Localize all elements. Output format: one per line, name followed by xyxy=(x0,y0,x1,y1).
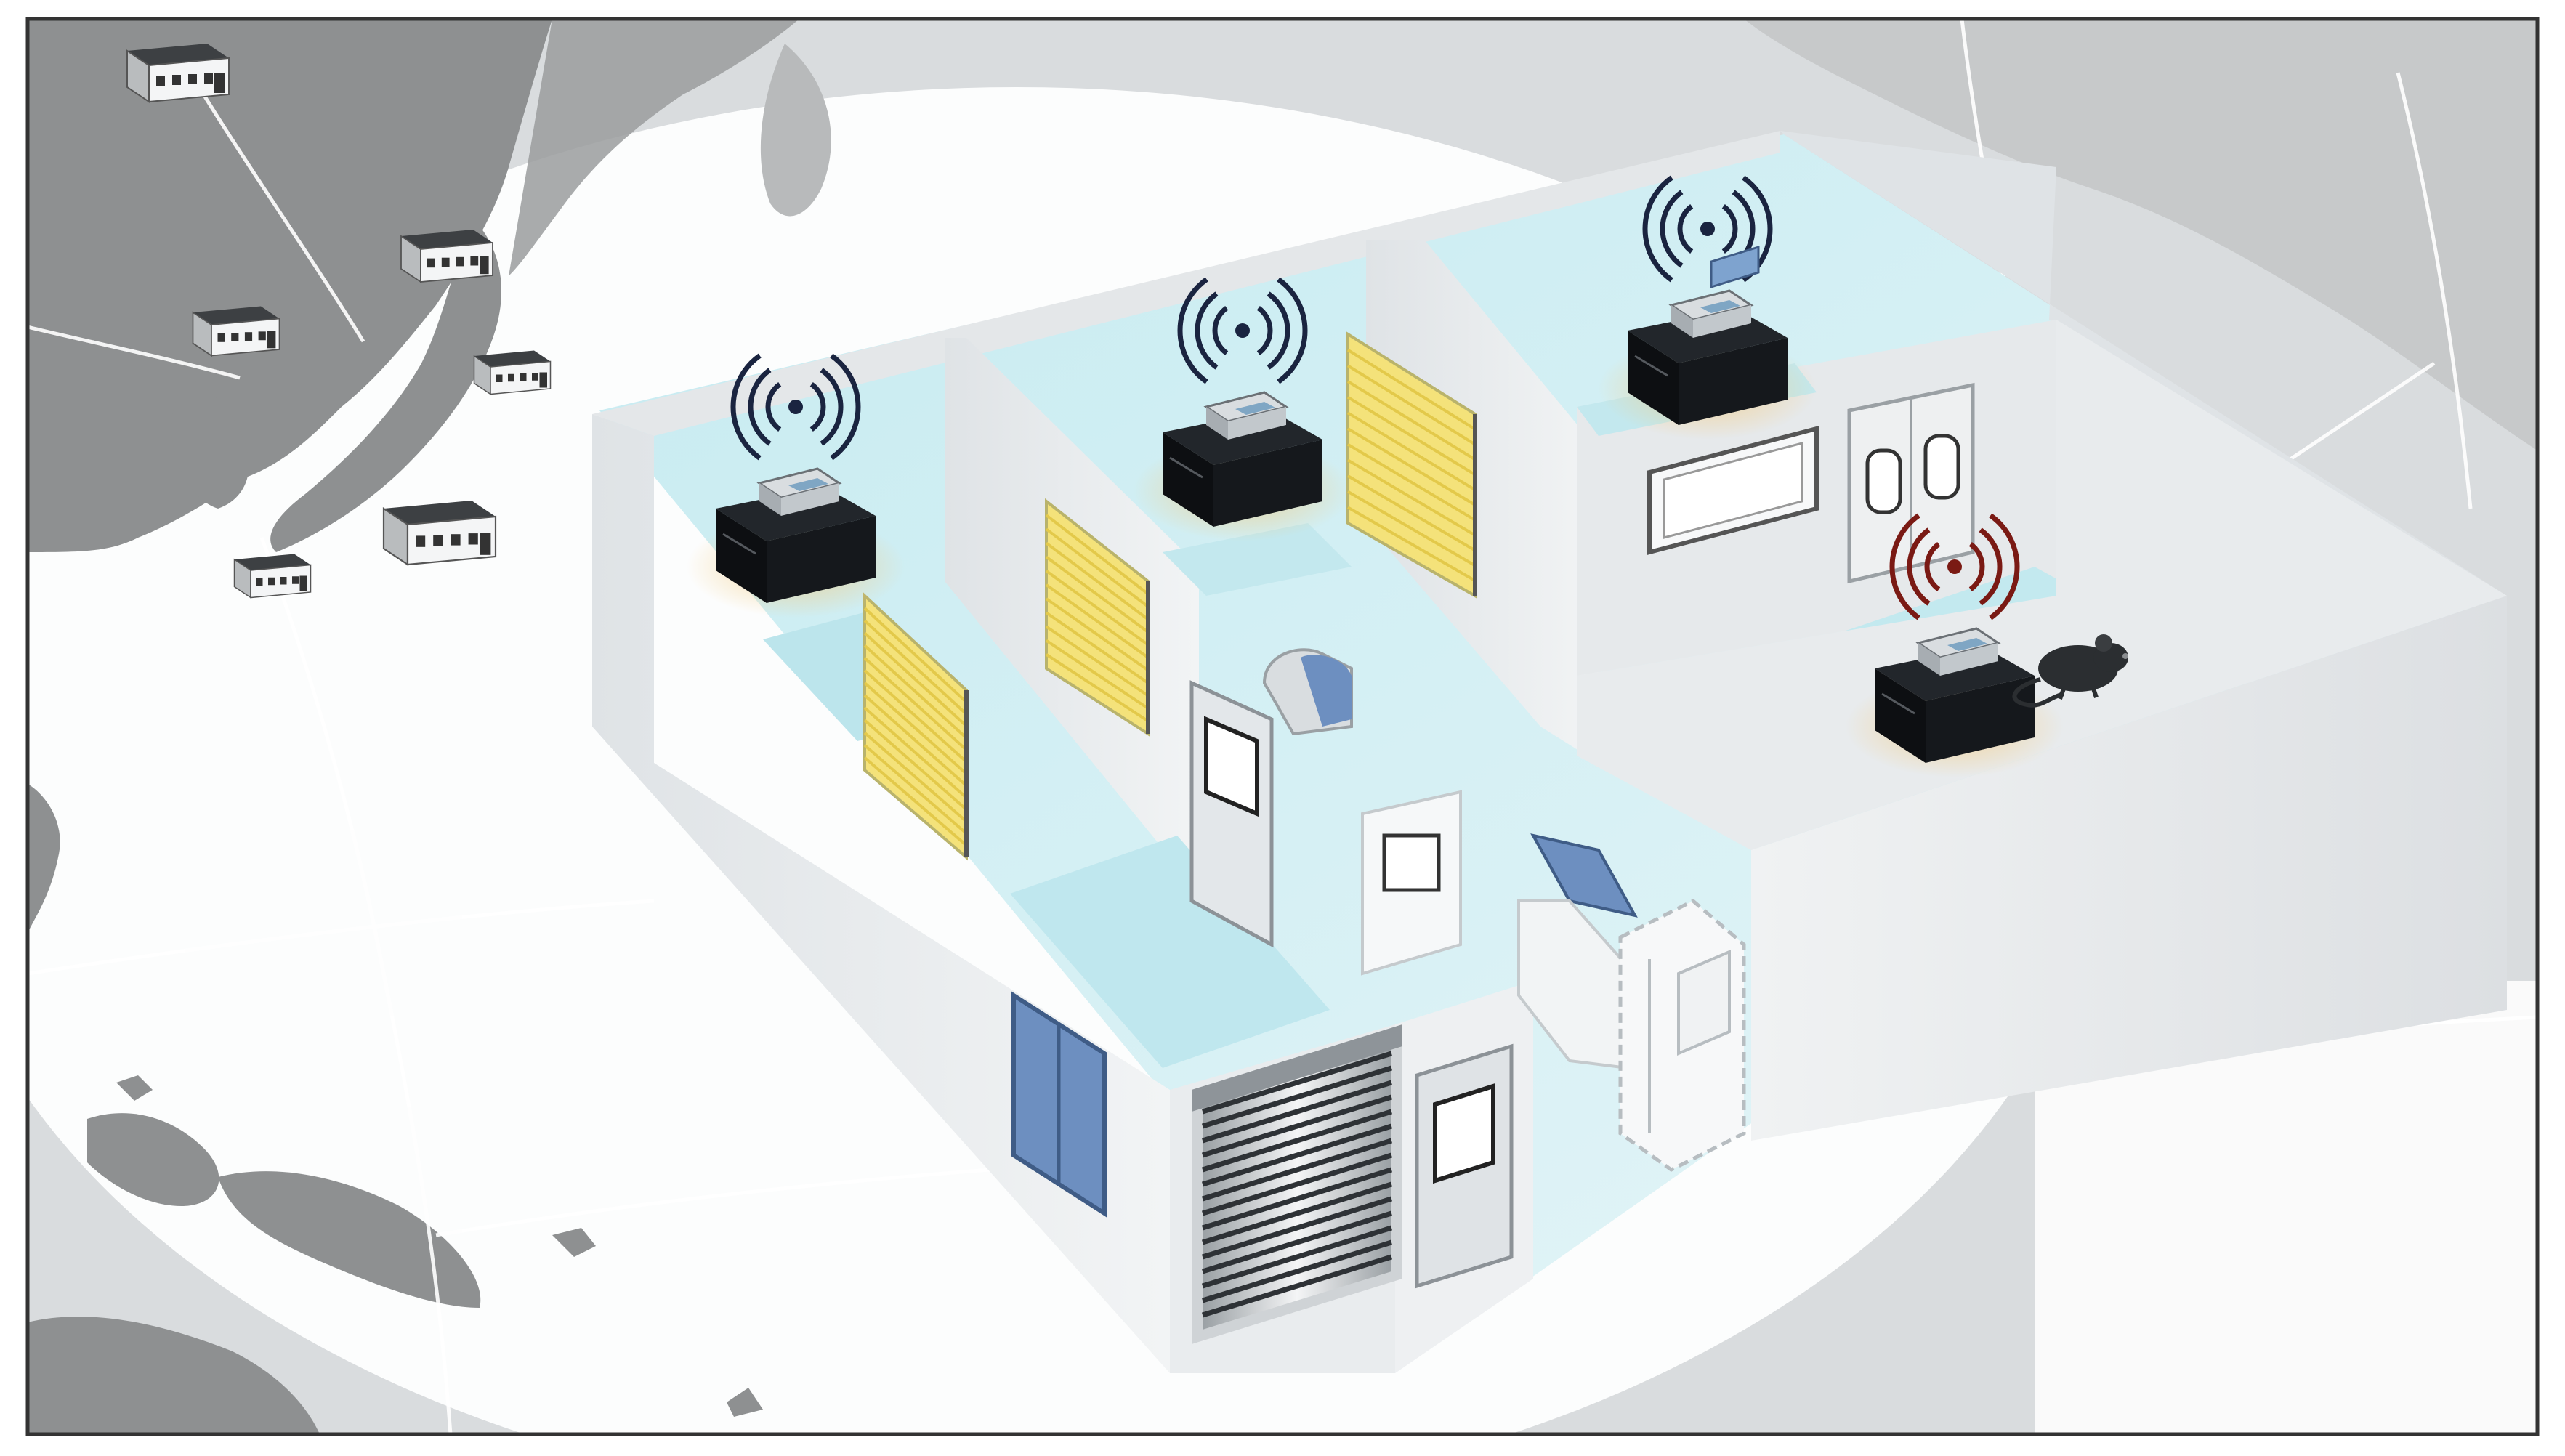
factory-building-icon xyxy=(192,306,280,357)
wireless-sensor-icon xyxy=(1846,513,2064,777)
sample-tray xyxy=(1710,245,1760,289)
map-land-new-guinea xyxy=(218,1171,481,1308)
wireless-sensor-icon xyxy=(1599,175,1817,440)
factory-building-icon xyxy=(473,350,552,395)
divider-wall-2 xyxy=(1366,240,1599,763)
map-land-indonesia xyxy=(87,1113,219,1206)
yellow-shade-room3 xyxy=(1346,331,1477,599)
frame-border xyxy=(25,17,2540,1436)
mouse-rodent-icon xyxy=(2012,634,2128,708)
corridor-glass-panel xyxy=(1361,790,1462,976)
pass-box xyxy=(1517,833,1638,1070)
factory-building-icon xyxy=(400,230,493,283)
factory-building-icon xyxy=(126,44,230,103)
yellow-shade-room2 xyxy=(1045,498,1150,737)
yellow-shade-room1 xyxy=(863,592,969,861)
wireless-sensor-icon xyxy=(687,353,905,618)
double-door-icon xyxy=(1847,382,1975,584)
window-icon xyxy=(1011,991,1107,1218)
front-small-door xyxy=(1415,1043,1514,1289)
factory-building-icon xyxy=(233,554,312,599)
right-front-wall xyxy=(1751,596,2507,1141)
map-land-philippines xyxy=(29,785,60,930)
map-land-korea xyxy=(171,378,249,509)
wifi-signal-icon xyxy=(1177,277,1308,384)
facility-building xyxy=(592,131,2507,1373)
corridor-floor xyxy=(1010,836,1330,1068)
factory-building-icon xyxy=(382,501,497,567)
map-land-asia xyxy=(28,19,552,552)
map-land-alaska xyxy=(1744,19,2537,450)
back-wall-left xyxy=(592,131,1780,436)
room2-floor xyxy=(1163,523,1352,596)
window-room4 xyxy=(1647,426,1819,555)
wireless-sensor-icon xyxy=(1134,277,1352,541)
map-land-kamchatka xyxy=(760,44,831,217)
map-land-siberia xyxy=(509,19,799,276)
equipment-cabinet xyxy=(1618,899,1746,1172)
remote-sites xyxy=(126,44,552,599)
wifi-signal-icon xyxy=(1642,175,1773,283)
right-side-wall xyxy=(1577,320,2507,850)
alert-signal-icon xyxy=(1889,513,2020,620)
roller-shutter-door-icon xyxy=(1192,1024,1402,1344)
corridor-door xyxy=(1189,680,1274,948)
transfer-hatch xyxy=(1262,648,1353,736)
wifi-signal-icon xyxy=(730,353,861,461)
map-land-australia xyxy=(28,1317,320,1434)
wireless-sensors xyxy=(687,175,2064,777)
